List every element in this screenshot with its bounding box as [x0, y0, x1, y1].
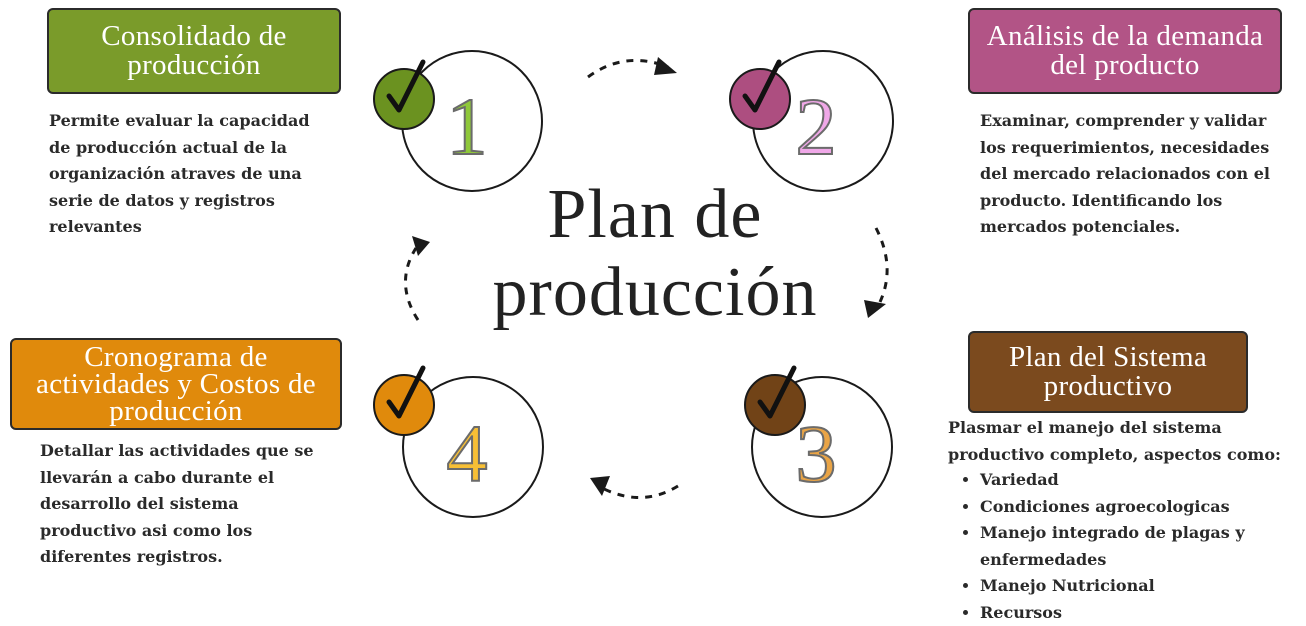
- page-title: Plan de producción: [445, 176, 865, 332]
- arrow-right-icon: [858, 222, 903, 322]
- list-item: Manejo Nutricional: [980, 573, 1290, 600]
- step1-check-icon: [373, 68, 435, 130]
- step4-number: 4: [427, 413, 507, 495]
- arrow-bottom-icon: [582, 448, 687, 506]
- step3-heading: Plan del Sistema productivo: [988, 343, 1228, 401]
- list-item: Condiciones agroecologicas: [980, 494, 1290, 521]
- step1-heading-box: Consolidado de producción: [47, 8, 341, 94]
- step1-heading: Consolidado de producción: [74, 22, 314, 80]
- step2-check-icon: [729, 68, 791, 130]
- step2-heading: Análisis de la demanda del producto: [975, 22, 1275, 80]
- arrow-top-icon: [580, 45, 690, 90]
- step4-heading: Cronograma de actividades y Costos de pr…: [16, 344, 336, 425]
- step4-check-icon: [373, 374, 435, 436]
- list-item: Variedad: [980, 467, 1290, 494]
- arrow-left-icon: [394, 228, 439, 328]
- step3-description: Plasmar el manejo del sistema productivo…: [948, 415, 1298, 468]
- step4-heading-box: Cronograma de actividades y Costos de pr…: [10, 338, 342, 430]
- step3-bullet-list: Variedad Condiciones agroecologicas Mane…: [962, 467, 1290, 626]
- step2-description: Examinar, comprender y validar los reque…: [980, 108, 1270, 241]
- step1-number: 1: [427, 86, 507, 168]
- step2-heading-box: Análisis de la demanda del producto: [968, 8, 1282, 94]
- step3-heading-box: Plan del Sistema productivo: [968, 331, 1248, 413]
- step1-description: Permite evaluar la capacidad de producci…: [49, 108, 334, 241]
- step4-description: Detallar las actividades que se llevarán…: [40, 438, 330, 571]
- step3-check-icon: [744, 374, 806, 436]
- list-item: Recursos: [980, 600, 1290, 626]
- list-item: Manejo integrado de plagas y enfermedade…: [980, 520, 1290, 573]
